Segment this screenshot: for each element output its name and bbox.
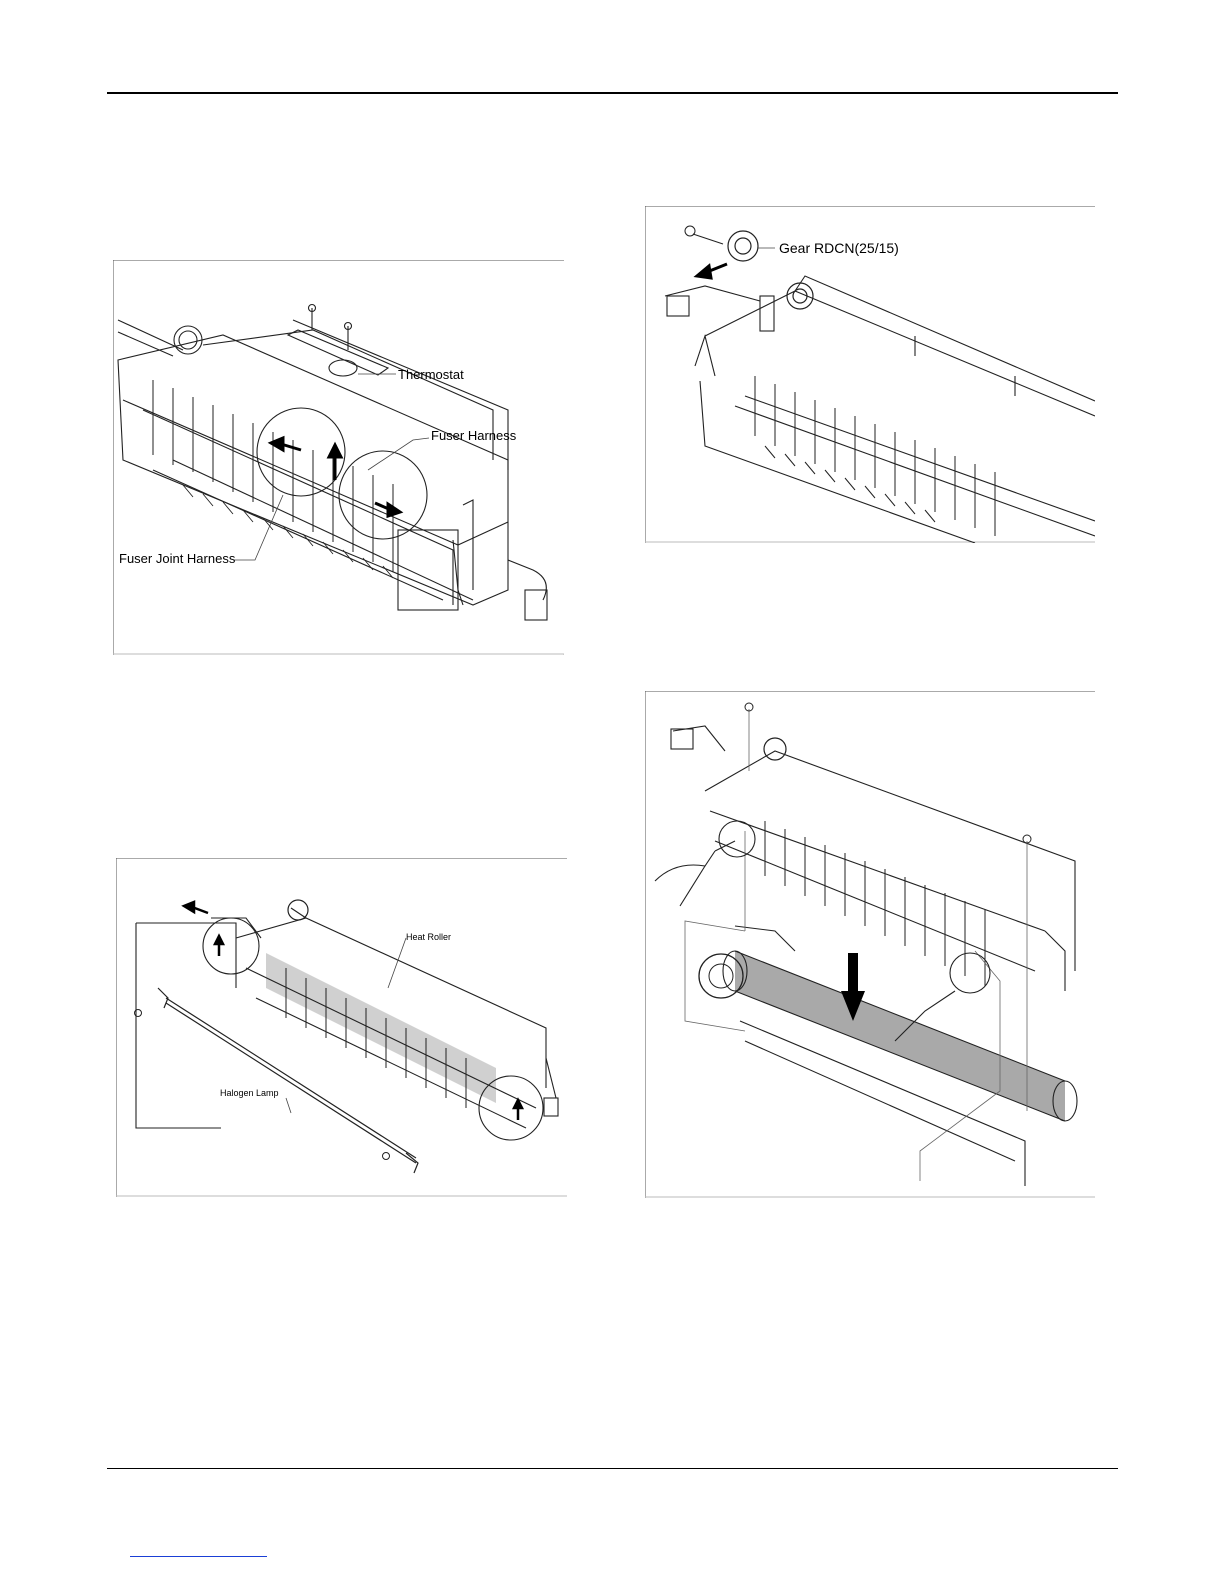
callout-thermostat: Thermostat <box>398 367 464 382</box>
header-rule <box>107 92 1118 94</box>
footer-link-underline[interactable] <box>130 1556 267 1557</box>
callout-fuser-joint-harness: Fuser Joint Harness <box>119 551 235 566</box>
figure-heat-roller-removal <box>645 691 1095 1198</box>
fuser-illustration-4 <box>645 691 1095 1198</box>
callout-gear-rdcn: Gear RDCN(25/15) <box>779 240 899 256</box>
fuser-illustration-3 <box>116 858 567 1197</box>
callout-heat-roller: Heat Roller <box>406 932 451 942</box>
figure-gear-removal: Gear RDCN(25/15) <box>645 206 1095 543</box>
figure-halogen-lamp-removal: Heat Roller Halogen Lamp <box>116 858 567 1197</box>
callout-fuser-harness: Fuser Harness <box>431 428 516 443</box>
fuser-illustration-1 <box>113 260 564 655</box>
callout-halogen-lamp: Halogen Lamp <box>220 1088 279 1098</box>
fuser-illustration-2 <box>645 206 1095 543</box>
footer-rule <box>107 1468 1118 1469</box>
figure-thermostat-removal: Thermostat Fuser Harness Fuser Joint Har… <box>113 260 564 655</box>
